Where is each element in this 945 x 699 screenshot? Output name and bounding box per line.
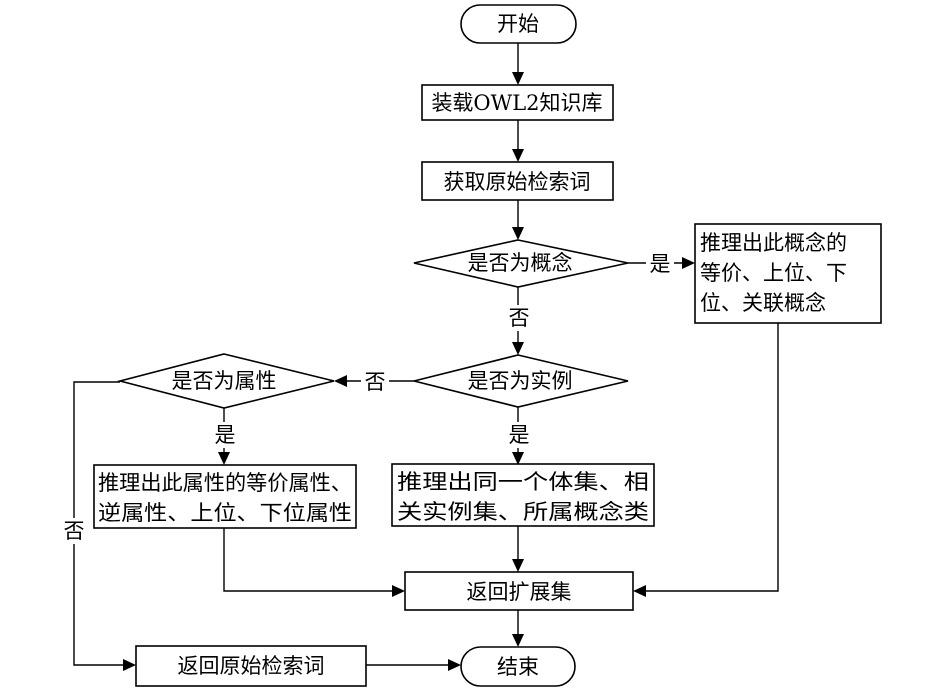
label-bg-instance-no — [361, 369, 389, 395]
arrow-returnoriginal-end — [448, 659, 461, 671]
edge-label-instance-yes: 是 — [509, 423, 530, 447]
instance-infer-line-1: 推理出同一个体集、相 — [397, 470, 649, 494]
arrow-isinstance-no — [334, 375, 347, 387]
end-label: 结束 — [497, 655, 539, 679]
label-bg-instance-yes — [505, 422, 533, 448]
property-infer-line-1: 推理出此属性的等价属性、 — [98, 471, 352, 495]
label-bg-concept-no — [505, 305, 533, 331]
get-terms-label: 获取原始检索词 — [444, 170, 591, 194]
is-instance-label: 是否为实例 — [468, 369, 573, 393]
property-infer-line-2: 逆属性、上位、下位属性 — [98, 501, 352, 525]
end-node: 结束 — [460, 646, 576, 687]
arrow-instanceinfer-return — [512, 559, 524, 572]
arrow-start-load — [512, 72, 524, 85]
load-kb-node: 装载OWL2知识库 — [421, 84, 614, 121]
edge-label-property-no: 否 — [64, 519, 85, 543]
edge-label-concept-yes: 是 — [650, 252, 671, 276]
edge-propertyinfer-return — [223, 528, 396, 592]
is-concept-label: 是否为概念 — [468, 251, 573, 275]
arrow-isconcept-no — [512, 342, 524, 355]
load-kb-label: 装载OWL2知识库 — [431, 91, 602, 115]
arrow-propertyinfer-return — [392, 585, 405, 597]
label-bg-concept-yes — [646, 251, 674, 277]
label-bg-property-no — [60, 518, 88, 544]
arrow-getterms-isconcept — [512, 227, 524, 240]
return-expanded-node: 返回扩展集 — [404, 571, 634, 611]
is-property-decision: 是否为属性 — [116, 353, 335, 409]
edge-label-concept-no: 否 — [509, 306, 530, 330]
return-original-label: 返回原始检索词 — [178, 654, 325, 678]
start-node: 开始 — [460, 4, 577, 44]
arrow-load-getterms — [512, 149, 524, 162]
is-concept-decision: 是否为概念 — [413, 239, 629, 288]
arrow-isproperty-yes — [218, 452, 230, 465]
instance-infer-line-2: 关实例集、所属概念类 — [397, 500, 649, 524]
instance-infer-node: 推理出同一个体集、相 关实例集、所属概念类 — [391, 463, 655, 527]
arrow-return-end — [512, 634, 524, 647]
return-expanded-label: 返回扩展集 — [467, 580, 572, 604]
arrow-isinstance-yes — [512, 452, 524, 465]
concept-infer-line-3: 位、关联概念 — [700, 291, 826, 315]
get-terms-node: 获取原始检索词 — [421, 161, 614, 201]
arrow-isproperty-no — [123, 659, 136, 671]
label-bg-property-yes — [211, 422, 239, 448]
return-original-node: 返回原始检索词 — [135, 645, 367, 687]
start-label: 开始 — [497, 12, 539, 36]
edge-label-property-yes: 是 — [215, 423, 236, 447]
arrow-conceptinfer-return — [633, 585, 646, 597]
arrow-isconcept-yes — [682, 257, 695, 269]
concept-infer-line-2: 等价、上位、下 — [700, 261, 847, 285]
is-instance-decision: 是否为实例 — [413, 354, 629, 408]
concept-infer-line-1: 推理出此概念的 — [700, 231, 847, 255]
is-property-label: 是否为属性 — [172, 369, 277, 393]
concept-infer-node: 推理出此概念的 等价、上位、下 位、关联概念 — [694, 223, 882, 324]
edge-label-instance-no: 否 — [365, 370, 386, 394]
property-infer-node: 推理出此属性的等价属性、 逆属性、上位、下位属性 — [93, 464, 357, 529]
edge-conceptinfer-return — [642, 323, 779, 592]
